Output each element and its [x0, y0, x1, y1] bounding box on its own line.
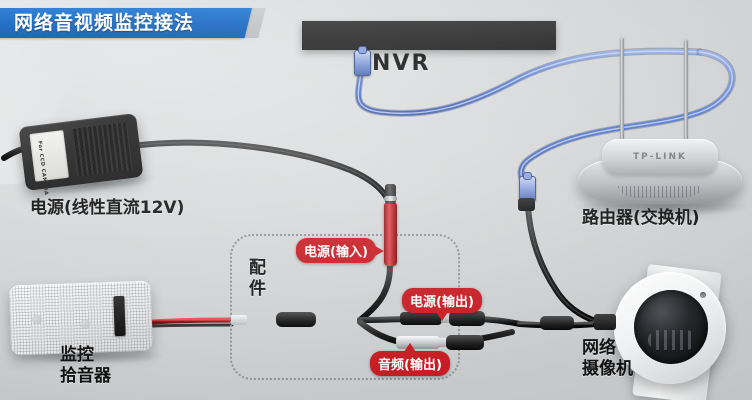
router-antenna-left: [620, 38, 624, 146]
nvr-label: NVR: [372, 51, 431, 76]
cable-splitter-junction: [276, 312, 316, 327]
audio-jack-output-ring: [439, 338, 447, 347]
camera-lens: [634, 290, 708, 364]
callout-power-input: 电源(输入): [296, 238, 384, 263]
accessory-group-label: 配件: [249, 258, 266, 299]
rj45-boot-router: [518, 198, 535, 211]
camera-label: 网络 摄像机: [582, 338, 633, 380]
microphone-audio-wire: [149, 317, 235, 328]
microphone-badge: [113, 295, 126, 337]
microphone-label-line1: 监控: [60, 345, 94, 365]
rj45-clip-nvr: [358, 46, 367, 54]
microphone-port-1: [31, 314, 43, 325]
adapter-spec-text: For CCD CAMERA: [36, 140, 49, 196]
router-label: 路由器(交换机): [582, 208, 700, 228]
microphone-port-2: [80, 318, 91, 330]
camera-label-line2: 摄像机: [582, 359, 633, 379]
microphone-label-line2: 拾音器: [60, 366, 111, 386]
callout-power-output: 电源(输出): [402, 288, 482, 321]
dc-barrel-power-output-male: [400, 312, 442, 325]
adapter-spec-label: For CCD CAMERA: [29, 130, 70, 196]
camera-lead-junction: [540, 316, 574, 330]
dc-barrel-male-power-input: [385, 184, 396, 204]
adapter-vent-pattern: [71, 122, 133, 177]
audio-jack-output-metal: [396, 336, 440, 349]
dc-barrel-power-output-female: [449, 311, 485, 326]
router-top-panel: [602, 139, 718, 175]
camera-ir-leds: [648, 330, 696, 350]
callout-audio-output: 音频(输出): [370, 343, 450, 376]
nvr-device-body: [302, 21, 556, 50]
camera-plug: [594, 314, 616, 330]
audio-jack-output-female: [446, 335, 484, 350]
dc-barrel-silver-ring-input: [384, 196, 397, 201]
dc-barrel-female-power-input: [384, 202, 397, 266]
microphone-label: 监控 拾音器: [60, 345, 111, 387]
camera-label-line1: 网络: [582, 338, 616, 358]
power-adapter-label: 电源(线性直流12V): [30, 198, 185, 218]
page-title: 网络音视频监控接法: [14, 12, 195, 34]
router-brand-label: TP-LINK: [633, 152, 687, 162]
camera-screw: [700, 292, 706, 298]
mic-wire-terminal: [231, 315, 247, 325]
rj45-clip-router: [523, 172, 532, 180]
router-antenna-right: [684, 40, 688, 146]
router-vent: [618, 186, 702, 198]
